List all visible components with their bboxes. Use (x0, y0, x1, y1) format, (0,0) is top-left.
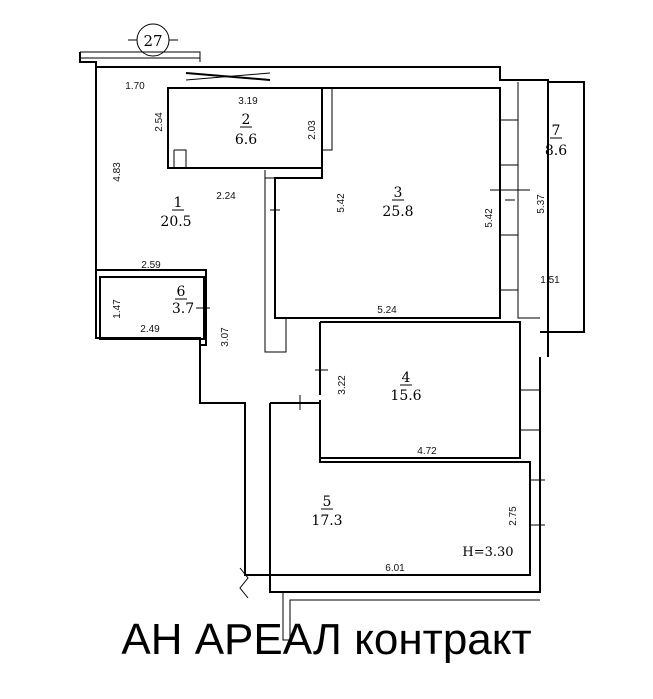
outer-walls (79, 51, 549, 593)
dim-1-47: 1.47 (112, 299, 123, 319)
room-5-number: 5 (323, 494, 332, 510)
dim-5-42-left: 5.42 (336, 193, 347, 213)
dim-2-49: 2.49 (140, 324, 160, 335)
room-6-label: 6 3.7 (172, 284, 194, 317)
room-7-area: 8.6 (545, 143, 567, 159)
room-7-number: 7 (552, 123, 561, 139)
room-2-area: 6.6 (235, 132, 257, 148)
dim-2-54: 2.54 (154, 112, 165, 132)
room-5-outline (269, 402, 531, 576)
dim-6-01: 6.01 (385, 563, 405, 574)
dim-1-70: 1.70 (125, 81, 145, 92)
room-2-outline (167, 87, 323, 169)
room-1-number: 1 (174, 195, 183, 211)
room-1-area: 20.5 (160, 214, 191, 230)
room-3-number: 3 (394, 185, 403, 201)
room-5-label: 5 17.3 (311, 494, 342, 529)
dim-3-19: 3.19 (238, 96, 258, 107)
dim-5-24: 5.24 (377, 305, 397, 316)
room-4-number: 4 (402, 370, 411, 386)
room-4-label: 4 15.6 (390, 370, 421, 404)
room-2-label: 2 6.6 (235, 112, 257, 148)
dim-4-72: 4.72 (417, 446, 437, 457)
ceiling-height: H=3.30 (462, 545, 513, 560)
dim-5-37: 5.37 (536, 194, 547, 214)
room-6-number: 6 (177, 284, 186, 300)
dim-2-59: 2.59 (141, 260, 161, 271)
room-3-outline (274, 87, 501, 319)
dim-2-24: 2.24 (216, 191, 236, 202)
dim-4-83: 4.83 (112, 162, 123, 182)
dim-5-42-right: 5.42 (484, 208, 495, 228)
room-7-label: 7 8.6 (545, 123, 567, 159)
dim-2-75: 2.75 (508, 506, 519, 526)
room-number-underlines (172, 126, 562, 510)
room-3-area: 25.8 (382, 204, 413, 220)
dim-1-51: 1.51 (540, 275, 560, 286)
room-4-area: 15.6 (390, 388, 421, 404)
room-1-label: 1 20.5 (160, 195, 191, 230)
room-5-area: 17.3 (311, 513, 342, 529)
room-3-label: 3 25.8 (382, 185, 413, 220)
dim-3-22: 3.22 (337, 375, 348, 395)
axis-marker-label: 27 (143, 32, 162, 50)
dim-3-07: 3.07 (220, 327, 231, 347)
dim-2-03: 2.03 (307, 120, 318, 140)
loggia-outline (517, 81, 585, 333)
axis-marker: 27 (136, 23, 170, 57)
agency-watermark: АН АРЕАЛ контракт (121, 615, 532, 664)
room-6-area: 3.7 (172, 301, 194, 317)
room-2-number: 2 (242, 112, 251, 128)
